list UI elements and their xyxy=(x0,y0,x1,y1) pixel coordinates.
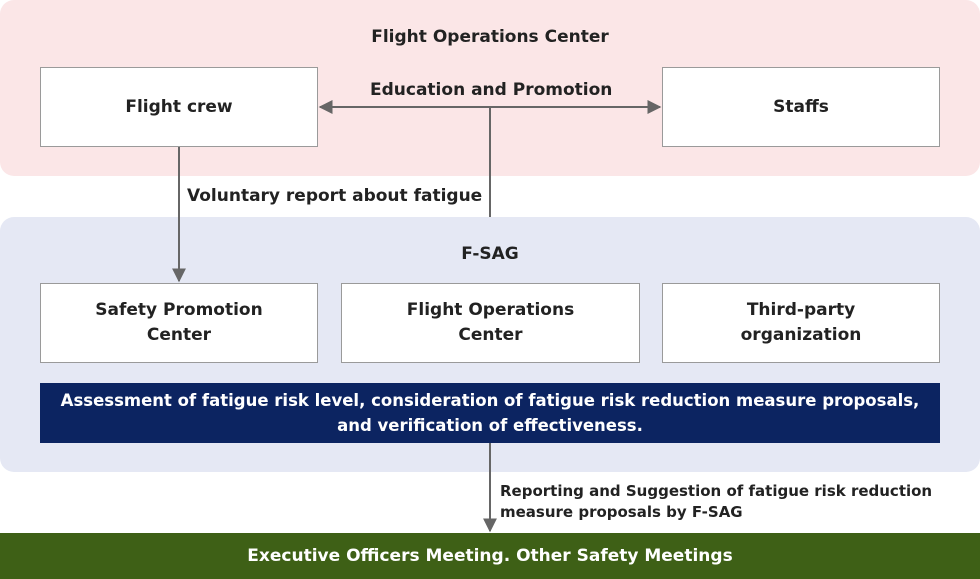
flight-crew-box: Flight crew xyxy=(40,67,318,147)
assessment-banner: Assessment of fatigue risk level, consid… xyxy=(40,383,940,443)
executive-meetings-bar: Executive Officers Meeting. Other Safety… xyxy=(0,533,980,579)
top-region-title: Flight Operations Center xyxy=(371,27,609,47)
safety-promotion-center-box: Safety Promotion Center xyxy=(40,283,318,363)
fsag-title: F-SAG xyxy=(461,244,519,264)
education-promotion-label: Education and Promotion xyxy=(370,80,613,100)
reporting-suggestion-label: Reporting and Suggestion of fatigue risk… xyxy=(500,482,933,521)
staffs-box: Staffs xyxy=(662,67,940,147)
flight-operations-center-box: Flight Operations Center xyxy=(341,283,640,363)
voluntary-report-label: Voluntary report about fatigue xyxy=(187,186,483,206)
third-party-organization-box: Third-party organization xyxy=(662,283,940,363)
